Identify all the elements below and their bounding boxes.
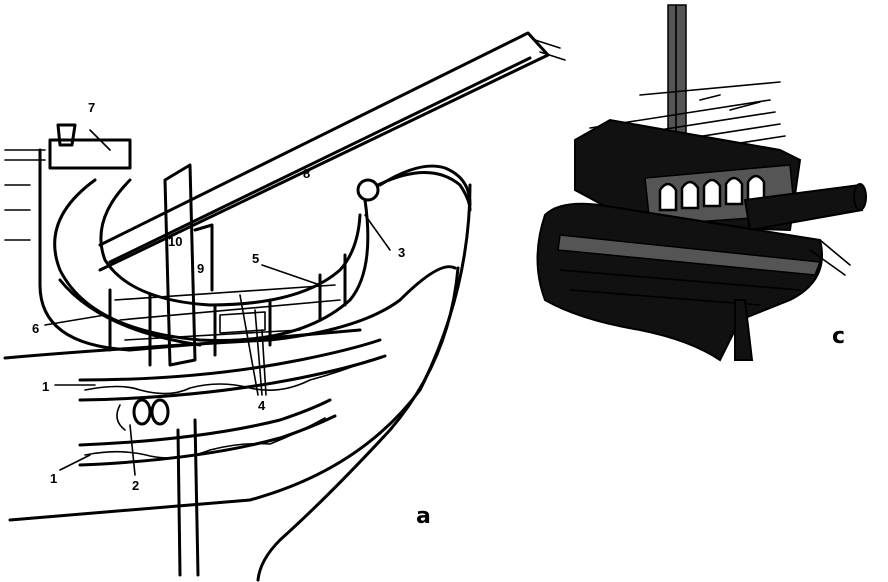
label-9: 9	[197, 261, 204, 276]
gallery-frame-6	[53, 178, 370, 347]
panel-label-a: a	[416, 504, 431, 529]
panel-a-drawing: 1 1 2 3 4 5 6 7 8 9 10 a	[3, 31, 566, 582]
label-4: 4	[258, 398, 266, 413]
hull-outline	[3, 148, 472, 582]
label-8: 8	[303, 166, 310, 181]
cannon	[743, 183, 867, 232]
balustrade	[108, 253, 347, 367]
label-2: 2	[132, 478, 139, 493]
top-rail-7	[4, 123, 132, 241]
planking-bands-1	[78, 338, 387, 467]
knob-3	[356, 171, 472, 212]
label-6: 6	[32, 321, 39, 336]
sternpost-10-9	[163, 163, 214, 577]
panel-label-c: c	[832, 324, 845, 349]
label-10: 10	[168, 234, 182, 249]
panel-c-drawing: c	[536, 4, 867, 362]
label-7: 7	[88, 100, 95, 115]
label-1-upper: 1	[42, 379, 49, 394]
label-1-lower: 1	[50, 471, 57, 486]
label-5: 5	[252, 251, 259, 266]
label-3: 3	[398, 245, 405, 260]
gallery-arches	[658, 174, 766, 212]
beam-8	[98, 31, 566, 272]
leader-lines	[44, 129, 391, 476]
carving-2	[116, 398, 170, 431]
